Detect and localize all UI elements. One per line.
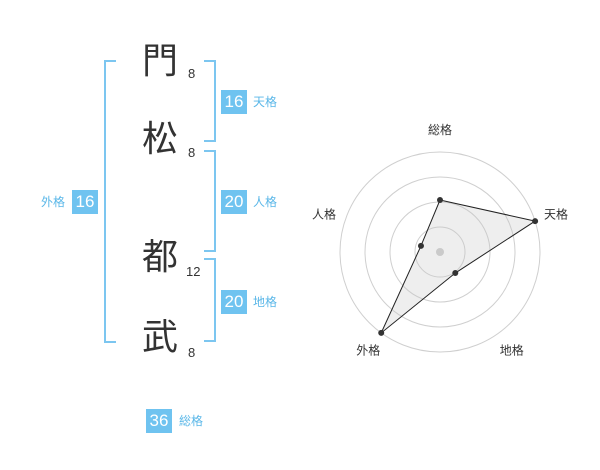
- radar-point-5: [417, 242, 424, 249]
- radar-grid-ring: [339, 151, 541, 353]
- radar-axis-label-4: 外格: [356, 343, 380, 358]
- radar-center-dot: [436, 248, 444, 256]
- chikaku-label: 地格: [253, 295, 278, 309]
- name-char-4: 武: [142, 317, 179, 358]
- name-char-1: 門: [142, 41, 179, 82]
- radar-axis-label-5: 人格: [312, 206, 336, 221]
- soukaku-value: 36: [146, 409, 172, 433]
- chikaku-value: 20: [221, 290, 247, 314]
- gaikaku-label: 外格: [41, 195, 66, 209]
- soukaku-label: 総格: [179, 414, 204, 428]
- gaikaku-bracket: [104, 60, 116, 343]
- tenkaku-bracket: [204, 60, 216, 142]
- tenkaku-label: 天格: [253, 95, 278, 109]
- stroke-count-2: 8: [188, 145, 196, 160]
- radar-point-1: [437, 197, 443, 203]
- name-char-2: 松: [142, 119, 179, 160]
- radar-point-2: [532, 218, 539, 225]
- stroke-count-4: 8: [188, 345, 196, 360]
- jinkaku-value: 20: [221, 190, 247, 214]
- radar-axis-label-3: 地格: [500, 343, 524, 358]
- chikaku-bracket: [204, 258, 216, 342]
- radar-point-3: [452, 270, 459, 277]
- radar-grid-ring: [414, 226, 466, 278]
- stroke-count-3: 12: [186, 264, 201, 279]
- stroke-count-1: 8: [188, 66, 196, 81]
- radar-series-area: [380, 199, 537, 334]
- tenkaku-value: 16: [221, 90, 247, 114]
- jinkaku-bracket: [204, 150, 216, 252]
- radar-axis-label-1: 総格: [428, 122, 452, 137]
- jinkaku-label: 人格: [253, 195, 278, 209]
- radar-point-4: [378, 329, 385, 336]
- name-char-3: 都: [142, 237, 179, 278]
- radar-axis-label-2: 天格: [544, 206, 568, 221]
- gaikaku-value: 16: [72, 190, 98, 214]
- radar-grid-ring: [364, 176, 516, 328]
